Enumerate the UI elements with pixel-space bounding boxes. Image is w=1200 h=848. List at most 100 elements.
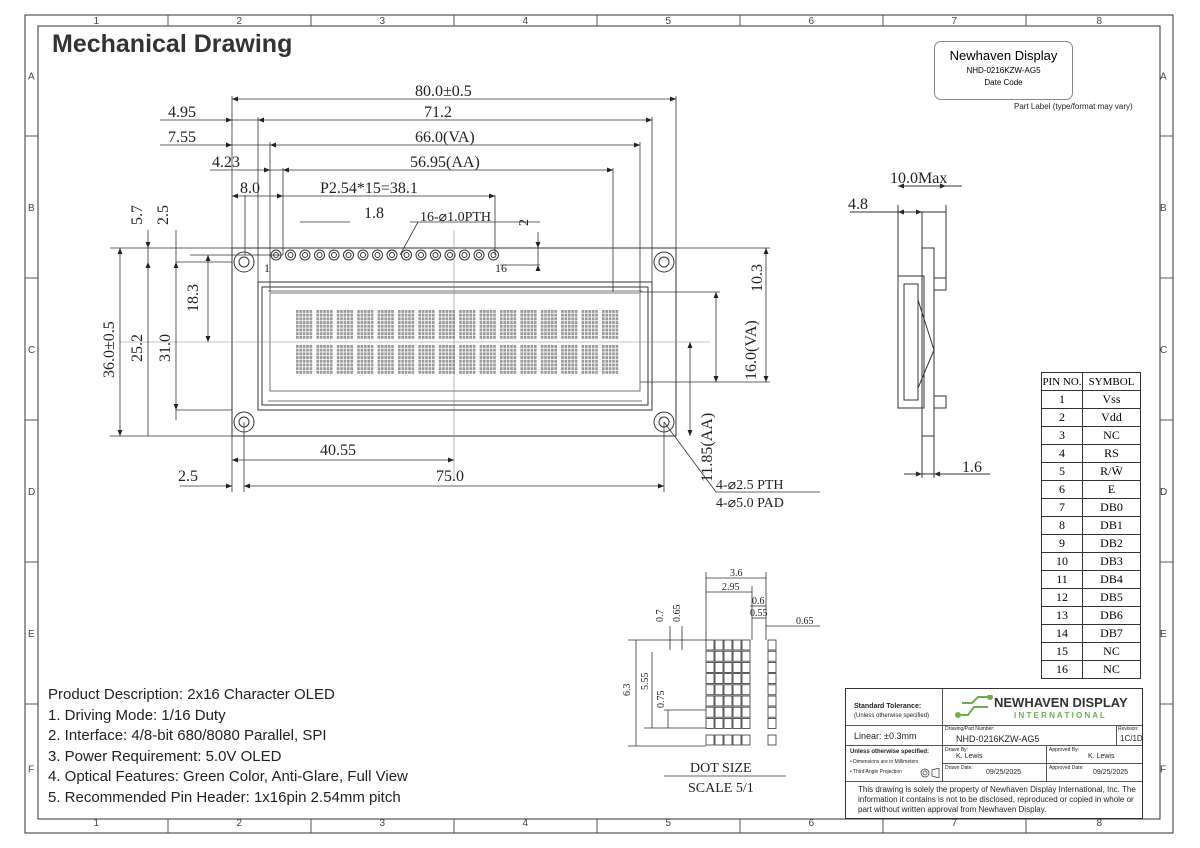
pin-number: 1	[1041, 390, 1083, 409]
dim-active-area-width: 56.95(AA)	[410, 154, 480, 171]
part-number: NHD-0216KZW-AG5	[956, 734, 1040, 744]
dot-dim-0-65-h: 0.65	[796, 616, 814, 627]
pin-number: 8	[1041, 516, 1083, 535]
part-label-brand: Newhaven Display	[949, 48, 1058, 63]
grid-column-label: 5	[666, 16, 672, 27]
dim-1-8: 1.8	[364, 205, 384, 222]
approved-date-label: Approved Date:	[1049, 765, 1084, 771]
grid-row-label: A	[28, 72, 35, 83]
dim-side-4-8: 4.8	[848, 196, 868, 213]
dim-18-3: 18.3	[185, 284, 202, 312]
inner-border	[37, 25, 1161, 820]
dot-dim-3-6: 3.6	[730, 568, 743, 579]
part-label-part: NHD-0216KZW-AG5	[966, 66, 1041, 75]
pth-note: 16-⌀1.0PTH	[420, 210, 491, 225]
dim-2-5-bottom: 2.5	[178, 468, 198, 485]
grid-column-label: 6	[809, 16, 815, 27]
dim-viewing-area-width: 66.0(VA)	[415, 129, 475, 146]
description-item: 3. Power Requirement: 5.0V OLED	[48, 747, 282, 765]
dot-dim-0-55: 0.55	[750, 608, 768, 619]
unless-projection: • Third Angle Projection	[850, 769, 902, 775]
bezel-outline	[257, 281, 653, 411]
hole-note-pth: 4-⌀2.5 PTH	[716, 478, 784, 493]
company-sub: I N T E R N A T I O N A L	[1014, 711, 1105, 720]
drawn-date: 09/25/2025	[986, 769, 1022, 776]
grid-row-label: B	[28, 203, 35, 214]
pin-symbol: DB6	[1082, 606, 1141, 625]
dot-dim-6-3: 6.3	[622, 684, 633, 697]
pin-symbol: Vss	[1082, 390, 1141, 409]
grid-column-label: 7	[952, 818, 958, 829]
title-block: Standard Tolerance: (Unless otherwise sp…	[845, 688, 1143, 819]
dim-active-area-height: 11.85(AA)	[699, 413, 716, 482]
linear-tolerance: Linear: ±0.3mm	[854, 731, 917, 741]
pin-symbol: DB0	[1082, 498, 1141, 517]
pin-symbol: R/W̄	[1082, 462, 1141, 481]
pin-number: 12	[1041, 588, 1083, 607]
pin-symbol: DB4	[1082, 570, 1141, 589]
approved-by-label: Approved By:	[1049, 747, 1080, 753]
pin-number: 3	[1041, 426, 1083, 445]
dot-dim-0-7: 0.7	[655, 610, 666, 623]
front-view	[120, 230, 710, 480]
dim-pin-pitch: P2.54*15=38.1	[320, 180, 418, 197]
grid-row-label: C	[1160, 345, 1167, 356]
pin-symbol: NC	[1082, 642, 1141, 661]
grid-column-label: 8	[1097, 818, 1103, 829]
pin-no-header: PIN NO.	[1041, 372, 1083, 391]
company-name: NEWHAVEN DISPLAY	[994, 695, 1128, 710]
front-dim-lines	[110, 96, 820, 493]
grid-column-label: 6	[809, 818, 815, 829]
std-tolerance-label: Standard Tolerance:	[854, 703, 922, 710]
dim-31-0: 31.0	[157, 334, 174, 362]
dim-overall-height: 36.0±0.5	[101, 321, 118, 378]
side-view	[850, 185, 990, 478]
pin-symbol: DB1	[1082, 516, 1141, 535]
grid-row-label: C	[28, 345, 35, 356]
pin-symbol: DB2	[1082, 534, 1141, 553]
pin-number: 13	[1041, 606, 1083, 625]
description-item: 2. Interface: 4/8-bit 680/8080 Parallel,…	[48, 727, 327, 744]
grid-column-label: 1	[94, 818, 100, 829]
pin-symbol: DB5	[1082, 588, 1141, 607]
drawn-date-label: Drawn Date:	[945, 765, 973, 771]
dim-viewing-area-height: 16.0(VA)	[743, 320, 760, 380]
grid-row-label: A	[1160, 72, 1167, 83]
revision-label: Revision:	[1118, 726, 1139, 732]
dim-25-2: 25.2	[129, 334, 146, 362]
ownership-notice: This drawing is solely the property of N…	[858, 785, 1136, 814]
grid-column-label: 2	[237, 818, 243, 829]
grid-marks	[25, 15, 1173, 833]
outer-border	[24, 14, 1174, 834]
grid-column-label: 3	[380, 818, 386, 829]
dim-hole-spacing: 71.2	[424, 104, 452, 121]
dot-dim-5-55: 5.55	[640, 673, 651, 691]
dim-side-thickness: 10.0Max	[890, 170, 947, 187]
symbol-header: SYMBOL	[1082, 372, 1141, 391]
dim-2: 2	[517, 219, 532, 226]
grid-row-label: E	[1160, 629, 1167, 640]
pin-table-header: PIN NO. SYMBOL	[1041, 372, 1141, 391]
projection-icon	[920, 768, 940, 778]
std-tolerance-sub: (Unless otherwise specified)	[854, 713, 930, 719]
pin-number: 10	[1041, 552, 1083, 571]
part-number-label: Drawing/Part Number:	[945, 726, 995, 732]
description-heading: Product Description: 2x16 Character OLED	[48, 686, 335, 703]
pin-symbol: NC	[1082, 660, 1141, 679]
revision: 1C/1D	[1120, 734, 1143, 743]
